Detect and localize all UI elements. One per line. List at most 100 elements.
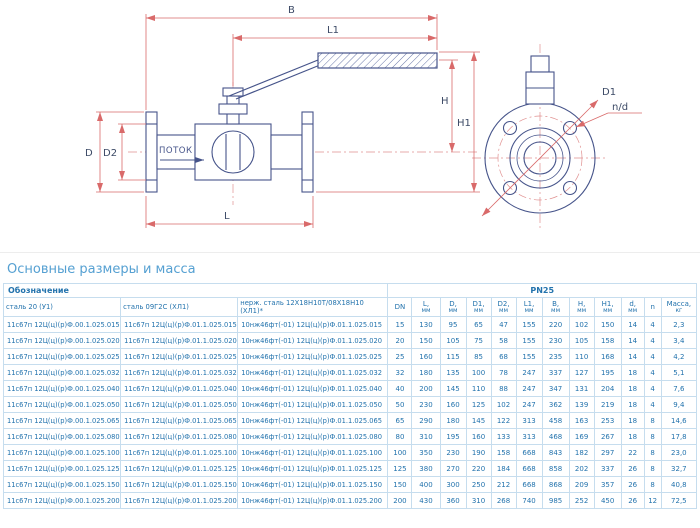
value-cell: 68 xyxy=(490,348,517,366)
dim-nd-label: n/d xyxy=(612,102,628,113)
value-cell: 195 xyxy=(593,364,622,382)
value-cell: 150 xyxy=(387,476,413,494)
value-cell: 110 xyxy=(568,348,595,366)
value-cell: 290 xyxy=(411,412,441,430)
value-cell: 985 xyxy=(541,492,570,510)
value-cell: 247 xyxy=(515,364,543,382)
designation-cell: 10нж46фт(-01) 12Ц(ц)(р)Ф.01.1.025.200 xyxy=(237,492,389,510)
value-cell: 250 xyxy=(465,476,492,494)
value-cell: 15 xyxy=(387,316,413,334)
value-cell: 253 xyxy=(593,412,622,430)
value-cell: 145 xyxy=(465,412,492,430)
designation-cell: 11с67п 12Ц(ц)(р)Ф.01.1.025.015 xyxy=(120,316,239,334)
value-cell: 230 xyxy=(541,332,570,350)
value-cell: 9,4 xyxy=(660,396,698,414)
value-cell: 230 xyxy=(411,396,441,414)
bolt-hole xyxy=(502,120,518,136)
designation-cell: 10нж46фт(-01) 12Ц(ц)(р)Ф.01.1.025.050 xyxy=(237,396,389,414)
value-cell: 32,7 xyxy=(660,460,698,478)
value-cell: 17,8 xyxy=(660,428,698,446)
designation-cell: 10нж46фт(-01) 12Ц(ц)(р)Ф.01.1.025.032 xyxy=(237,364,389,382)
valve-side-view xyxy=(145,87,314,193)
value-cell: 297 xyxy=(593,444,622,462)
value-cell: 32 xyxy=(387,364,413,382)
value-cell: 468 xyxy=(541,428,570,446)
dim-d-label: D xyxy=(85,148,93,159)
designation-cell: 11с67п 12Ц(ц)(р)Ф.01.1.025.150 xyxy=(120,476,239,494)
value-cell: 122 xyxy=(490,412,517,430)
value-cell: 300 xyxy=(439,476,467,494)
value-cell: 668 xyxy=(515,444,543,462)
value-cell: 3,4 xyxy=(660,332,698,350)
value-cell: 14 xyxy=(620,316,645,334)
value-cell: 150 xyxy=(593,316,622,334)
value-cell: 310 xyxy=(411,428,441,446)
value-cell: 337 xyxy=(541,364,570,382)
column-header: n xyxy=(643,296,662,318)
value-cell: 8 xyxy=(643,476,662,494)
designation-cell: 11с67п 12Ц(ц)(р)Ф.01.1.025.100 xyxy=(120,444,239,462)
designation-cell: 11с67п 12Ц(ц)(р)Ф.01.1.025.040 xyxy=(120,380,239,398)
designation-cell: 11с67п 12Ц(ц)(р)Ф.01.1.025.032 xyxy=(120,364,239,382)
value-cell: 202 xyxy=(568,460,595,478)
value-cell: 182 xyxy=(568,444,595,462)
dimension-lines xyxy=(96,14,642,228)
value-cell: 252 xyxy=(568,492,595,510)
value-cell: 2,3 xyxy=(660,316,698,334)
value-cell: 78 xyxy=(490,364,517,382)
value-cell: 47 xyxy=(490,316,517,334)
value-cell: 139 xyxy=(568,396,595,414)
designation-cell: 11с67п 12Ц(ц)(р)Ф.00.1.025.050 xyxy=(2,396,122,414)
designation-cell: 11с67п 12Ц(ц)(р)Ф.00.1.025.100 xyxy=(2,444,122,462)
value-cell: 26 xyxy=(620,476,645,494)
column-header: B,мм xyxy=(541,296,570,318)
value-cell: 4,2 xyxy=(660,348,698,366)
value-cell: 380 xyxy=(411,460,441,478)
value-cell: 270 xyxy=(439,460,467,478)
value-cell: 220 xyxy=(465,460,492,478)
designation-group-header: Обозначение xyxy=(2,283,389,298)
value-cell: 268 xyxy=(490,492,517,510)
value-cell: 163 xyxy=(568,412,595,430)
value-cell: 195 xyxy=(439,428,467,446)
dim-l1-label: L1 xyxy=(327,25,339,36)
column-header: D2,мм xyxy=(490,296,517,318)
dim-d2-label: D2 xyxy=(103,148,117,159)
value-cell: 135 xyxy=(439,364,467,382)
designation-cell: 11с67п 12Ц(ц)(р)Ф.00.1.025.040 xyxy=(2,380,122,398)
value-cell: 95 xyxy=(439,316,467,334)
value-cell: 180 xyxy=(439,412,467,430)
value-cell: 7,6 xyxy=(660,380,698,398)
technical-drawing: B L1 H H1 D D2 L D1 n/d ПОТОК xyxy=(0,0,700,252)
value-cell: 267 xyxy=(593,428,622,446)
value-cell: 450 xyxy=(593,492,622,510)
designation-cell: 10нж46фт(-01) 12Ц(ц)(р)Ф.01.1.025.125 xyxy=(237,460,389,478)
designation-cell: 10нж46фт(-01) 12Ц(ц)(р)Ф.01.1.025.100 xyxy=(237,444,389,462)
value-cell: 4 xyxy=(643,316,662,334)
column-header: L1,мм xyxy=(515,296,543,318)
value-cell: 131 xyxy=(568,380,595,398)
designation-cell: 10нж46фт(-01) 12Ц(ц)(р)Ф.01.1.025.150 xyxy=(237,476,389,494)
value-cell: 85 xyxy=(465,348,492,366)
value-cell: 40 xyxy=(387,380,413,398)
value-cell: 184 xyxy=(490,460,517,478)
value-cell: 127 xyxy=(568,364,595,382)
designation-cell: 11с67п 12Ц(ц)(р)Ф.00.1.025.065 xyxy=(2,412,122,430)
value-cell: 125 xyxy=(465,396,492,414)
value-cell: 105 xyxy=(439,332,467,350)
value-cell: 155 xyxy=(515,316,543,334)
designation-cell: 11с67п 12Ц(ц)(р)Ф.01.1.025.080 xyxy=(120,428,239,446)
value-cell: 160 xyxy=(465,428,492,446)
